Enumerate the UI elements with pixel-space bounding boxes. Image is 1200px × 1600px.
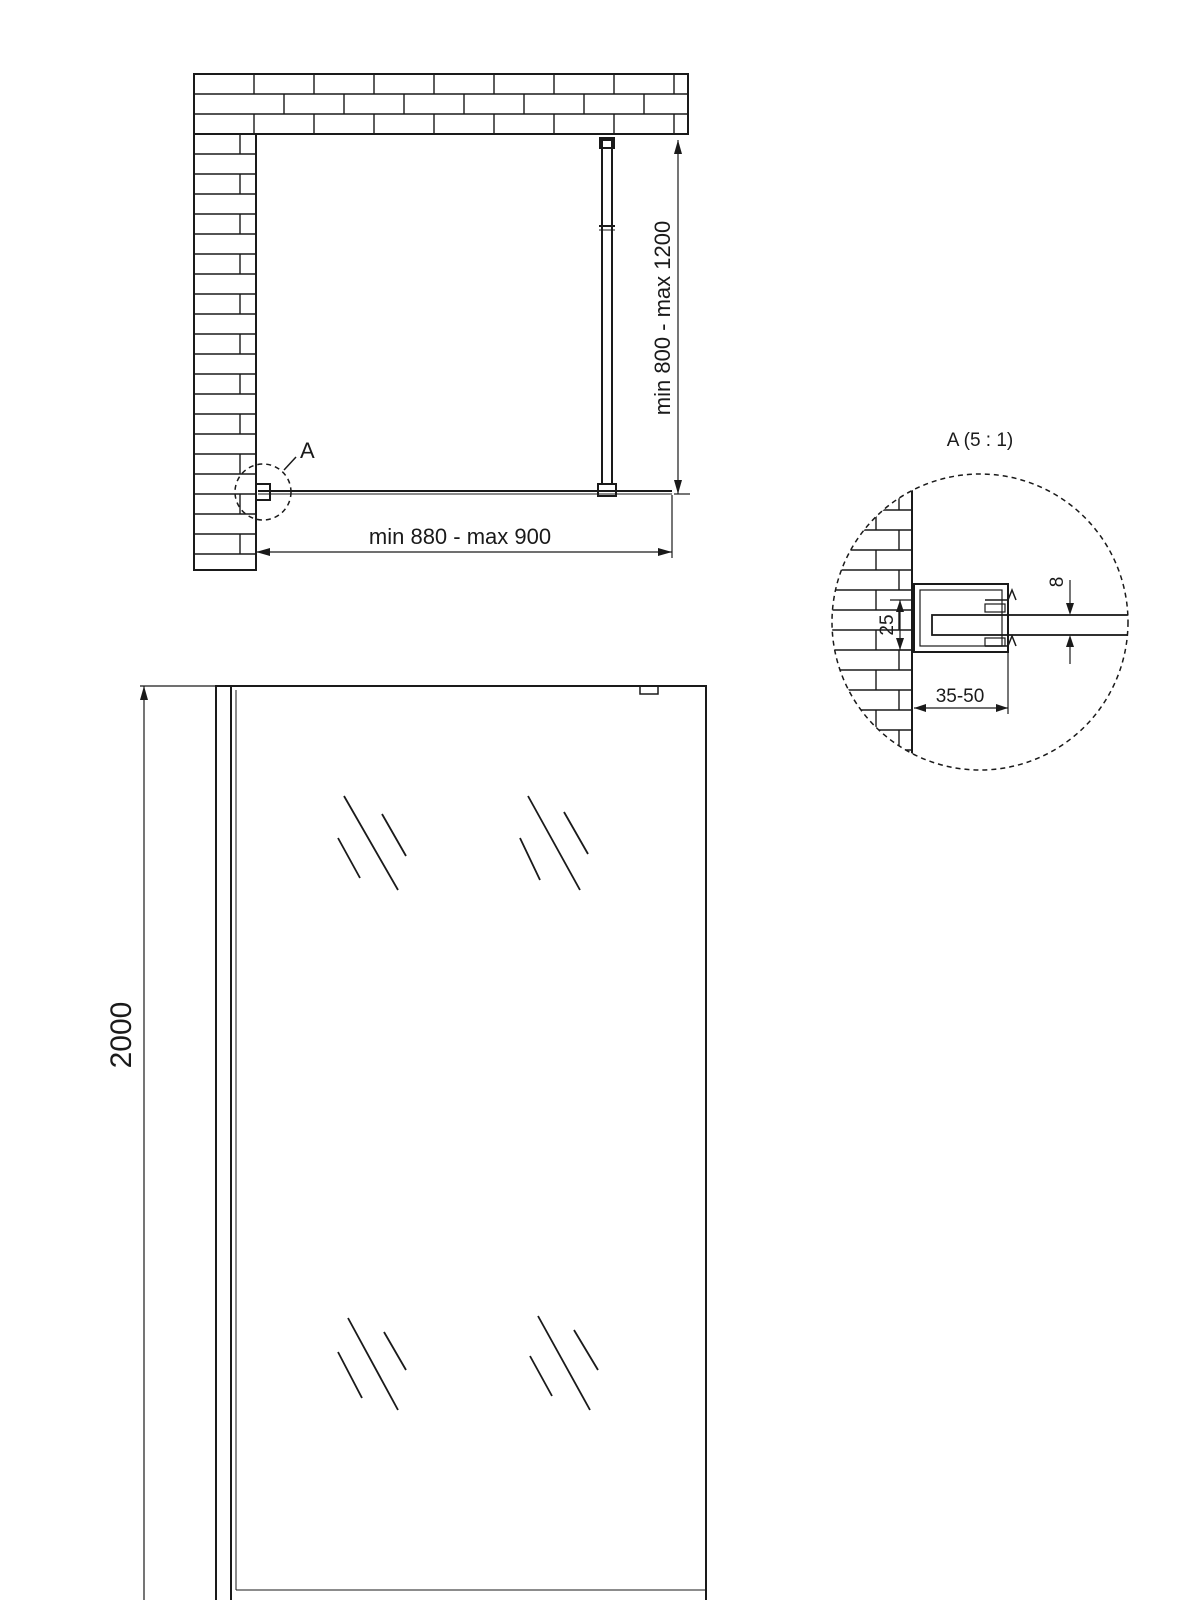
detail-gasket-bottom xyxy=(984,637,1006,647)
left-brick-wall xyxy=(193,133,257,571)
width-dimension-label: min 880 - max 900 xyxy=(369,524,551,549)
detail-seal-top xyxy=(985,587,1017,601)
detail-gasket-top xyxy=(984,603,1006,613)
range-arrow-right xyxy=(996,704,1008,712)
plan-view: A min 880 - max 900 min 800 - max 1200 xyxy=(193,73,690,571)
profile-height-arrow-top xyxy=(896,600,904,612)
detail-view: A (5 : 1) 8 25 35-50 xyxy=(831,430,1129,771)
stabilizer-clamp-front xyxy=(639,685,659,695)
height-arrow-top xyxy=(140,686,148,700)
front-view: 2000 xyxy=(105,685,707,1600)
adjustment-range-label: 35-50 xyxy=(936,686,985,707)
thickness-arrow-bottom xyxy=(1066,635,1074,647)
detail-boundary-circle xyxy=(831,473,1129,771)
width-arrow-left xyxy=(256,548,270,556)
stabilizer-bar xyxy=(601,139,613,485)
detail-wall-profile xyxy=(913,583,1009,653)
detail-marker-label: A xyxy=(300,438,315,463)
detail-marker-leader xyxy=(283,456,297,471)
range-arrow-left xyxy=(914,704,926,712)
detail-glass xyxy=(931,614,1128,636)
top-brick-wall xyxy=(193,73,689,135)
detail-marker-circle xyxy=(234,463,292,521)
width-arrow-right xyxy=(658,548,672,556)
depth-arrow-bottom xyxy=(674,480,682,494)
glass-reflection-marks xyxy=(337,795,599,1411)
wall-profile xyxy=(255,483,271,501)
depth-dimension-label: min 800 - max 1200 xyxy=(650,221,675,415)
glass-panel-outline xyxy=(215,685,707,1600)
stabilizer-wall-mount xyxy=(599,137,615,149)
profile-height-label: 25 xyxy=(877,614,898,635)
glass-thickness-label: 8 xyxy=(1047,577,1068,588)
stabilizer-glass-clamp xyxy=(597,483,617,497)
thickness-arrow-top xyxy=(1066,603,1074,615)
detail-title: A (5 : 1) xyxy=(947,430,1014,451)
profile-height-arrow-bottom xyxy=(896,638,904,650)
detail-wall-profile-inner xyxy=(919,589,1003,647)
height-dimension-label: 2000 xyxy=(105,1002,138,1069)
depth-arrow-top xyxy=(674,140,682,154)
